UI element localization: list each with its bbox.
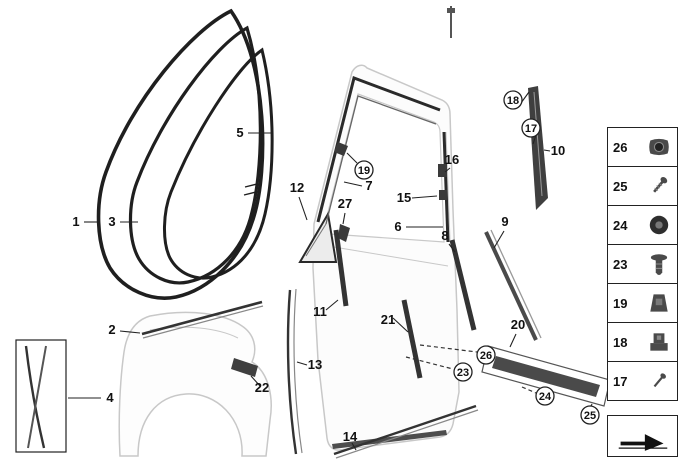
part-8-belt-strip [449,239,477,331]
fastener-legend: 26 25 24 [607,127,678,401]
callout-6[interactable]: 6 [394,219,401,234]
part-14-sill-strip [333,404,479,459]
part-1-seal [96,8,265,300]
mounting-clip-icon [646,329,672,355]
callout-22[interactable]: 22 [255,380,269,395]
callout-13[interactable]: 13 [308,357,322,372]
legend-item-25[interactable]: 25 [607,166,678,206]
part-11-strip [333,229,349,307]
callout-2[interactable]: 2 [108,322,115,337]
legend-number-18: 18 [613,334,628,350]
callout-23-label: 23 [457,367,469,379]
callout-24-label: 24 [539,391,552,403]
legend-item-23[interactable]: 23 [607,244,678,284]
frame-inner-seal [325,95,437,225]
retaining-clip-icon [646,290,672,316]
part-7-frame-seal [316,76,441,223]
callout-20[interactable]: 20 [511,317,525,332]
part-22-fender-strip [231,358,258,377]
leader-lines [68,91,593,451]
legend-number-24: 24 [613,217,628,233]
callout-24-circled[interactable]: 24 [535,386,555,406]
legend-item-19[interactable]: 19 [607,283,678,323]
callout-14[interactable]: 14 [343,429,358,444]
callout-18-label: 18 [507,95,519,107]
screw-icon [646,173,672,199]
part-4-box [15,339,67,453]
callout-8[interactable]: 8 [441,228,448,243]
legend-number-26: 26 [613,139,628,155]
callout-26-circled[interactable]: 26 [476,345,496,365]
part-19-clip [334,142,348,156]
part-4-strip-a [24,345,46,449]
callout-19-label: 19 [358,165,370,177]
legend-item-17[interactable]: 17 [607,361,678,401]
callout-23-circled[interactable]: 23 [453,362,473,382]
part-10-pillar-trim [528,86,548,210]
speed-nut-icon [646,134,672,160]
section-marks [243,183,258,196]
callout-3[interactable]: 3 [108,214,115,229]
small-screw-icon [646,368,672,394]
callout-17-label: 17 [525,123,537,135]
callout-1[interactable]: 1 [72,214,79,229]
callout-5[interactable]: 5 [236,125,243,140]
callout-11[interactable]: 11 [313,304,327,319]
part-16-clip [438,164,447,177]
callout-19-circled[interactable]: 19 [354,160,374,180]
callout-7[interactable]: 7 [365,178,372,193]
callout-9[interactable]: 9 [501,214,508,229]
callout-26-label: 26 [480,350,492,362]
door-outline [312,64,460,451]
part-2-strip [141,300,264,339]
expanding-rivet-icon [646,251,672,277]
legend-item-18[interactable]: 18 [607,322,678,362]
legend-item-24[interactable]: 24 [607,205,678,245]
door-aperture-seals [96,8,274,300]
part-15-clip [439,190,447,200]
part-21-strip [401,299,423,379]
grommet-icon [646,212,672,238]
callout-12[interactable]: 12 [290,180,304,195]
part-4-strip-b [27,345,47,449]
legend-number-23: 23 [613,256,628,272]
legend-number-17: 17 [613,373,628,389]
legend-number-19: 19 [613,295,628,311]
part-6-window-channel [442,131,450,243]
part-27-corner-seal [338,224,350,242]
legend-item-26[interactable]: 26 [607,127,678,167]
part-12-mirror-trim [298,211,338,263]
direction-arrow-box[interactable] [607,415,678,457]
part-3-seal [128,25,262,285]
part-13-strip [286,288,303,455]
direction-arrow-icon [615,420,671,452]
callout-18-circled[interactable]: 18 [503,90,523,110]
part-9-belt-strip [484,229,542,341]
part-5-seal [162,47,274,280]
callout-25-circled[interactable]: 25 [580,405,600,425]
callout-17-circled[interactable]: 17 [521,118,541,138]
callout-25-label: 25 [584,410,596,422]
callout-10[interactable]: 10 [551,143,565,158]
callout-15[interactable]: 15 [397,190,411,205]
callout-27[interactable]: 27 [338,196,352,211]
legend-number-25: 25 [613,178,628,194]
clip-detail-top [447,6,455,38]
callout-16[interactable]: 16 [445,152,459,167]
callout-4[interactable]: 4 [106,390,114,405]
callout-21[interactable]: 21 [381,312,395,327]
